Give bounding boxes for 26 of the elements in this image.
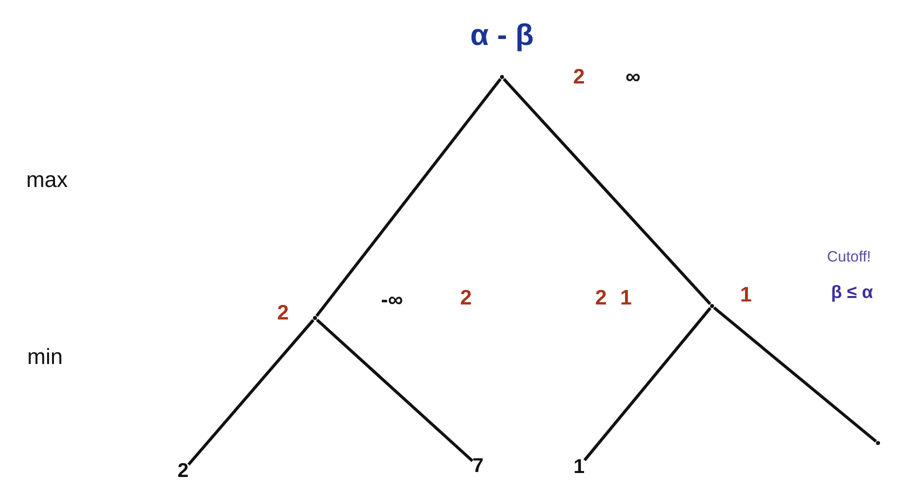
tree-branch [502,78,712,306]
node-value: 2 [460,288,472,308]
level-label: min [27,346,63,368]
leaf-value: 7 [472,456,484,476]
tree-junction [710,304,714,308]
tree-branch [315,78,502,317]
cutoff-note: Cutoff! [827,250,871,264]
node-value: 2 [573,66,585,88]
tree-junction [876,441,880,445]
tree-branch [583,307,712,462]
level-label: max [26,169,68,191]
tree-branch [316,318,474,462]
node-value: ∞ [626,66,640,88]
node-value: -∞ [381,290,403,310]
node-value: 2 [277,302,289,324]
title: α - β [470,21,534,51]
condition-label: β ≤ α [831,283,873,301]
tree-branch [187,319,314,466]
leaf-value: 2 [177,461,189,481]
tree-branch [713,306,877,442]
node-value: 1 [620,288,632,308]
leaf-value: 1 [573,457,585,477]
node-value: 2 [595,288,607,308]
node-value: 1 [740,284,752,306]
tree-junction [500,75,504,79]
tree-junction [313,316,317,320]
